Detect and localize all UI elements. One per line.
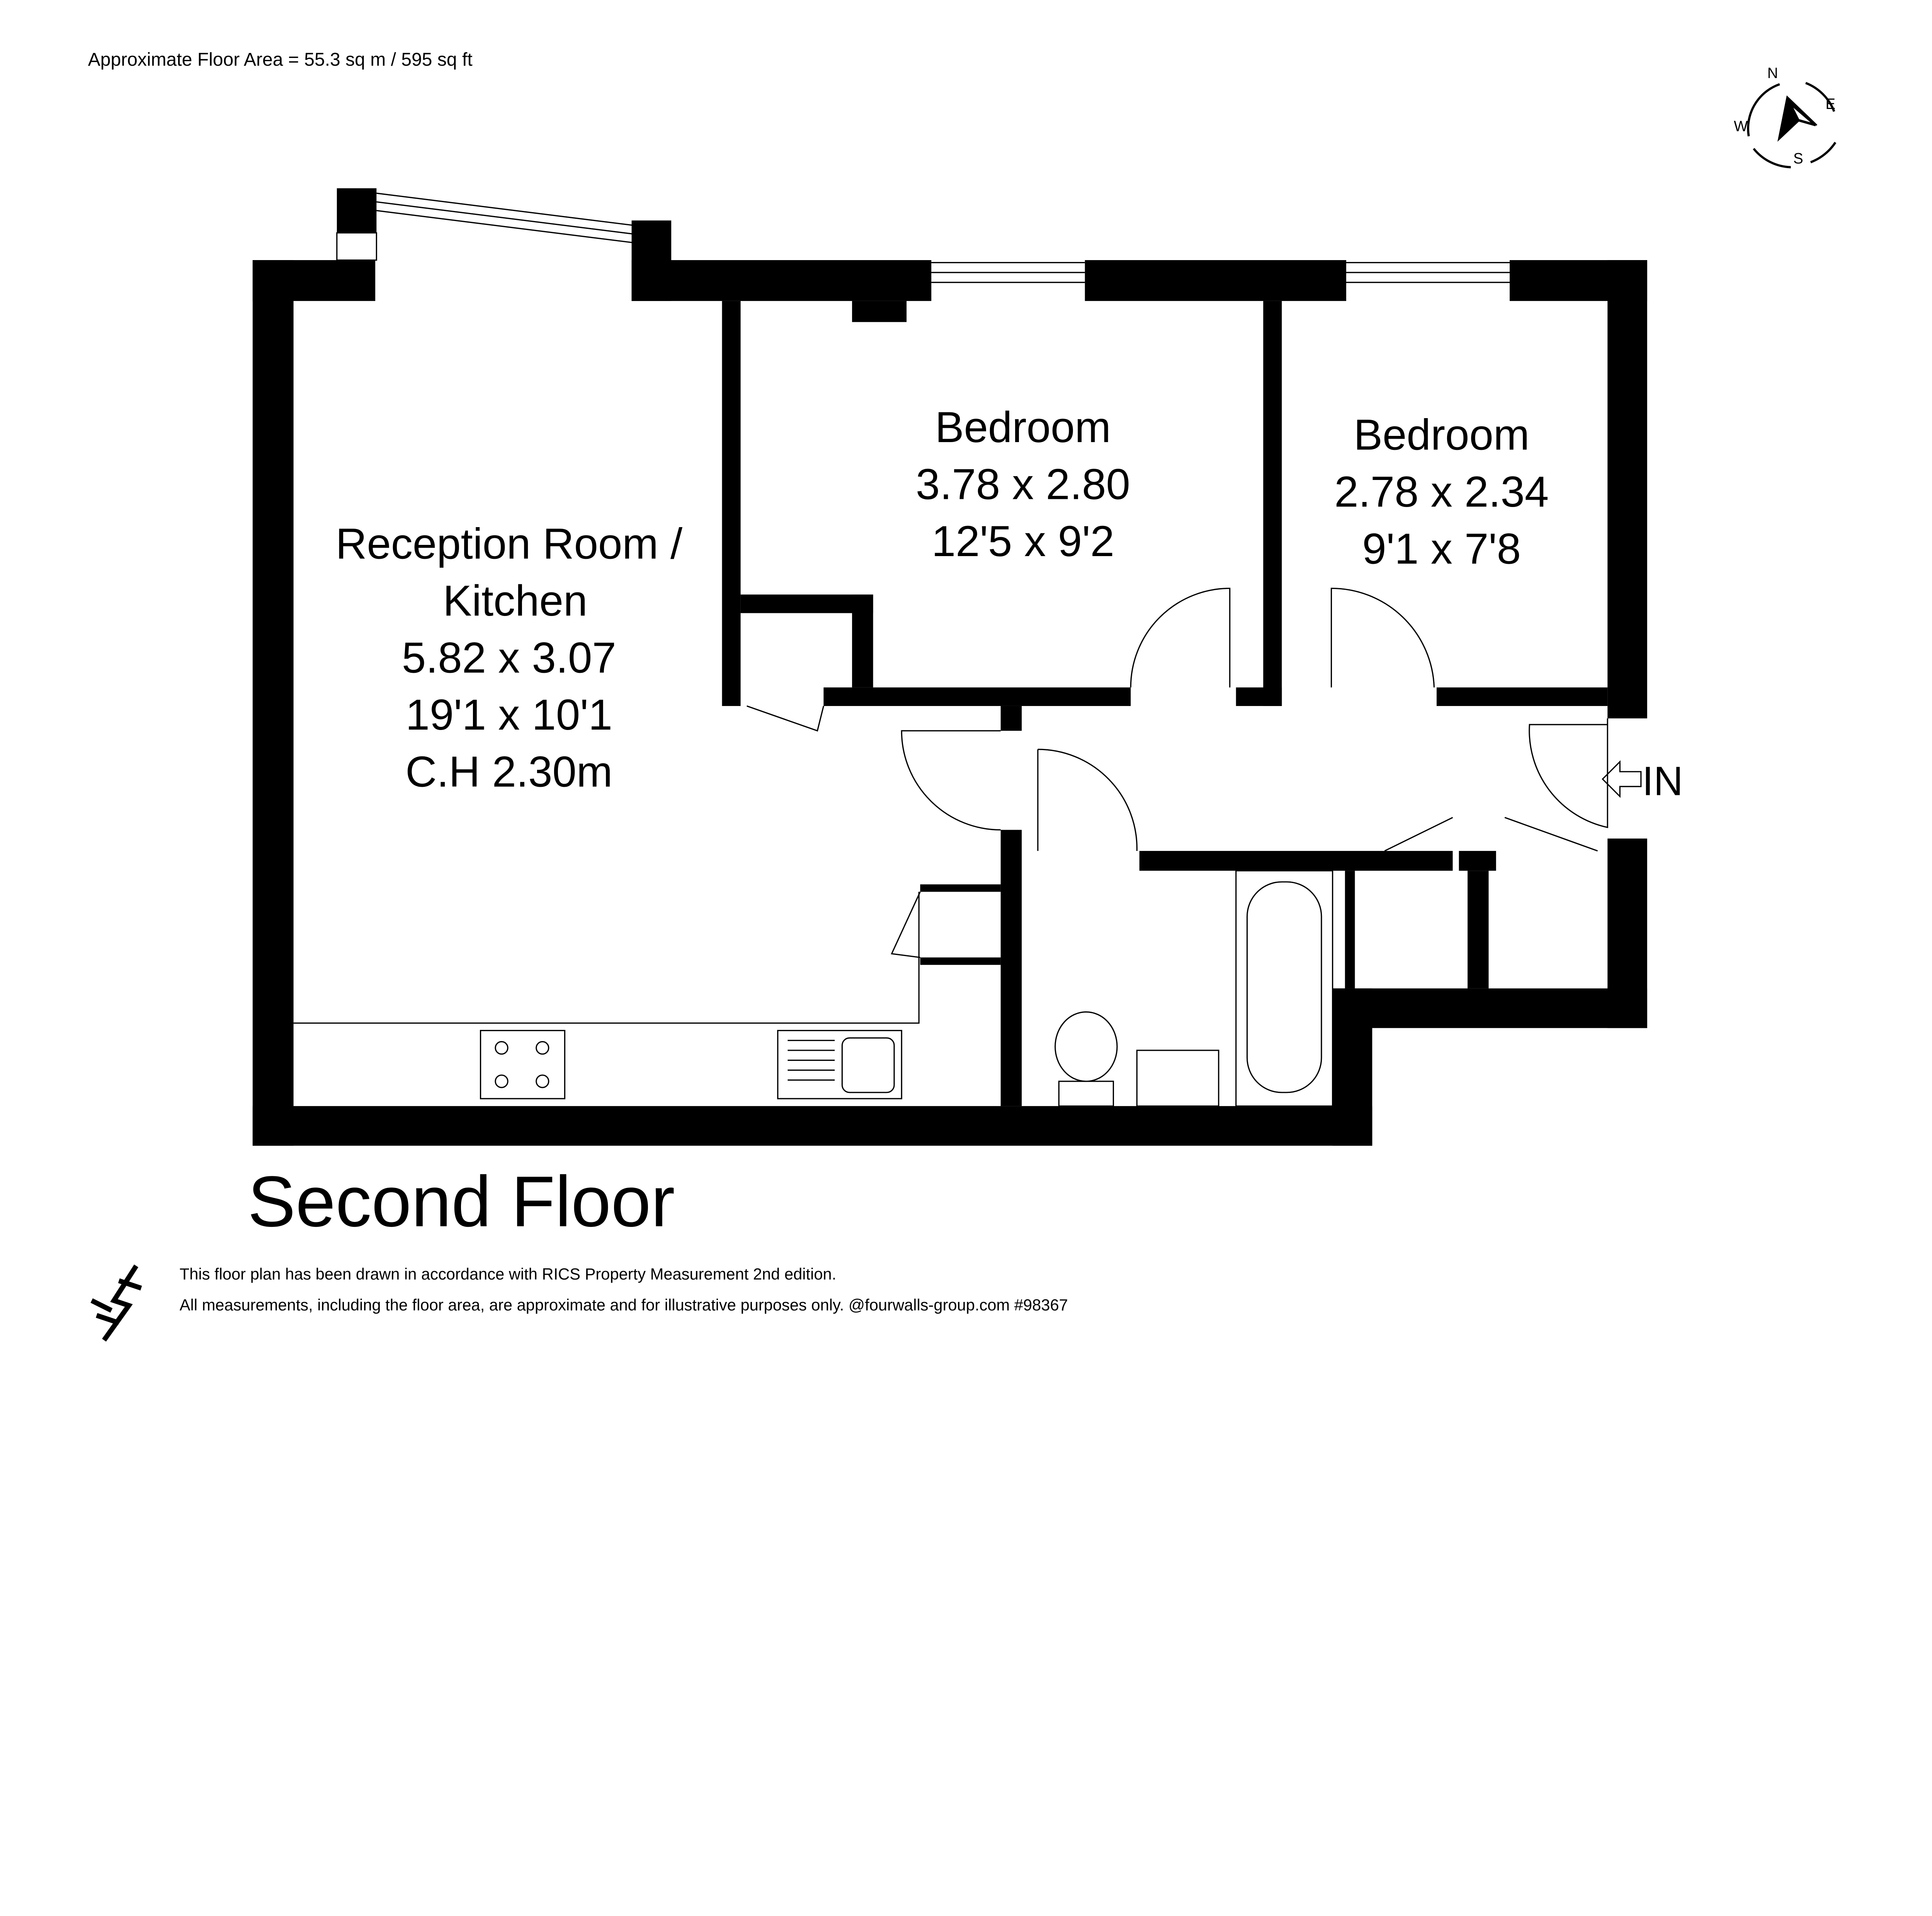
room-metric: 2.78 x 2.34 bbox=[1334, 467, 1549, 516]
room-name: Bedroom bbox=[935, 403, 1111, 451]
compass-icon: N E S W bbox=[1734, 65, 1837, 168]
room-ceiling: C.H 2.30m bbox=[405, 747, 612, 796]
walls bbox=[252, 188, 1647, 1146]
floor-plan: Approximate Floor Area = 55.3 sq m / 595… bbox=[88, 49, 1837, 1342]
room-imperial: 19'1 x 10'1 bbox=[406, 690, 612, 739]
compass-n: N bbox=[1767, 65, 1778, 82]
entrance-label: IN bbox=[1642, 759, 1683, 804]
doors bbox=[293, 587, 1608, 1024]
room-metric: 3.78 x 2.80 bbox=[916, 460, 1130, 509]
arrow-left-icon bbox=[1602, 760, 1642, 798]
footer-rics-note: This floor plan has been drawn in accord… bbox=[180, 1265, 837, 1283]
compass-w: W bbox=[1734, 118, 1748, 135]
bath-icon bbox=[1235, 870, 1333, 1107]
basin-icon bbox=[1136, 1050, 1219, 1107]
room-bedroom-2: Bedroom 2.78 x 2.34 9'1 x 7'8 bbox=[1334, 410, 1549, 573]
fourwalls-logo-icon bbox=[90, 1264, 142, 1342]
toilet-icon bbox=[1054, 1011, 1118, 1082]
room-metric: 5.82 x 3.07 bbox=[402, 633, 616, 682]
room-reception-kitchen: Reception Room / Kitchen 5.82 x 3.07 19'… bbox=[335, 519, 683, 796]
compass-e: E bbox=[1825, 96, 1835, 112]
hob-icon bbox=[480, 1030, 566, 1099]
windows bbox=[336, 192, 1510, 283]
room-name: Reception Room / bbox=[335, 519, 683, 568]
floor-title: Second Floor bbox=[248, 1162, 675, 1242]
entrance-marker: IN bbox=[1602, 759, 1683, 804]
floor-area-text: Approximate Floor Area = 55.3 sq m / 595… bbox=[88, 49, 473, 70]
sink-icon bbox=[777, 1030, 902, 1099]
footer-disclaimer: All measurements, including the floor ar… bbox=[180, 1296, 1068, 1314]
room-name-cont: Kitchen bbox=[443, 576, 587, 625]
room-imperial: 12'5 x 9'2 bbox=[932, 517, 1114, 565]
compass-s: S bbox=[1793, 150, 1803, 167]
room-imperial: 9'1 x 7'8 bbox=[1362, 524, 1521, 573]
room-bedroom-1: Bedroom 3.78 x 2.80 12'5 x 9'2 bbox=[916, 403, 1130, 565]
fixtures bbox=[480, 870, 1333, 1107]
room-name: Bedroom bbox=[1354, 410, 1529, 459]
